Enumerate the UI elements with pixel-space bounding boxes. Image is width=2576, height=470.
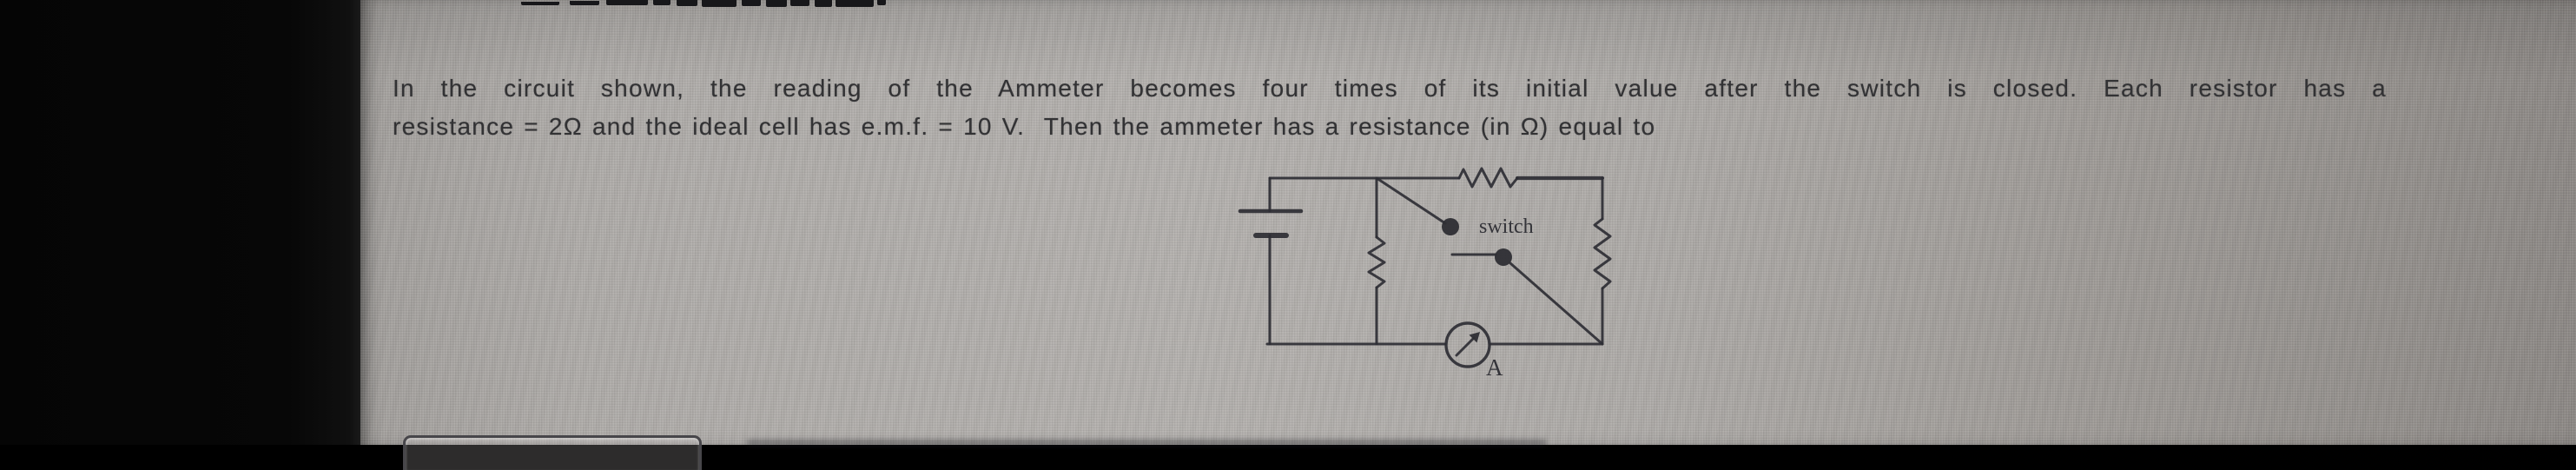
resistor-top-icon — [1457, 167, 1519, 189]
cutoff-text-fragment — [677, 0, 697, 6]
cutoff-text-fragment — [836, 0, 874, 7]
resistor-middle-icon — [1367, 235, 1386, 289]
cutoff-text-fragment — [815, 0, 832, 7]
question-line-2: resistance = 2Ω and the ideal cell has e… — [393, 112, 1656, 140]
switch-arm-upper — [1375, 176, 1447, 225]
ammeter-needle — [1455, 336, 1476, 357]
question-line-1: In the circuit shown, the reading of the… — [393, 75, 2387, 102]
ammeter-needle-head — [1469, 332, 1480, 343]
switch-label: switch — [1479, 215, 1534, 238]
question-text: In the circuit shown, the reading of the… — [393, 70, 2387, 145]
cutoff-text-fragment — [877, 0, 886, 5]
cutoff-text-fragment — [790, 0, 809, 6]
cutoff-text-fragment — [766, 0, 787, 7]
cutoff-text-fragment — [606, 0, 648, 5]
photographed-screen — [360, 0, 2576, 445]
cutoff-text-fragment — [570, 1, 599, 5]
circuit-diagram: switch A — [1238, 167, 1612, 381]
resistor-right-icon — [1593, 217, 1612, 290]
cutoff-text-fragment — [742, 0, 761, 6]
switch-contact-lower — [1495, 248, 1512, 266]
ammeter-label: A — [1486, 354, 1503, 381]
cutoff-text-fragment — [653, 0, 670, 5]
device-bezel — [0, 0, 360, 445]
switch-contact-upper — [1442, 218, 1459, 235]
answer-input[interactable] — [403, 435, 702, 470]
switch-arm-lower — [1509, 261, 1604, 346]
cutoff-text-fragment — [521, 2, 559, 5]
ammeter-icon — [1444, 321, 1491, 368]
cutoff-text-fragment — [702, 0, 736, 7]
